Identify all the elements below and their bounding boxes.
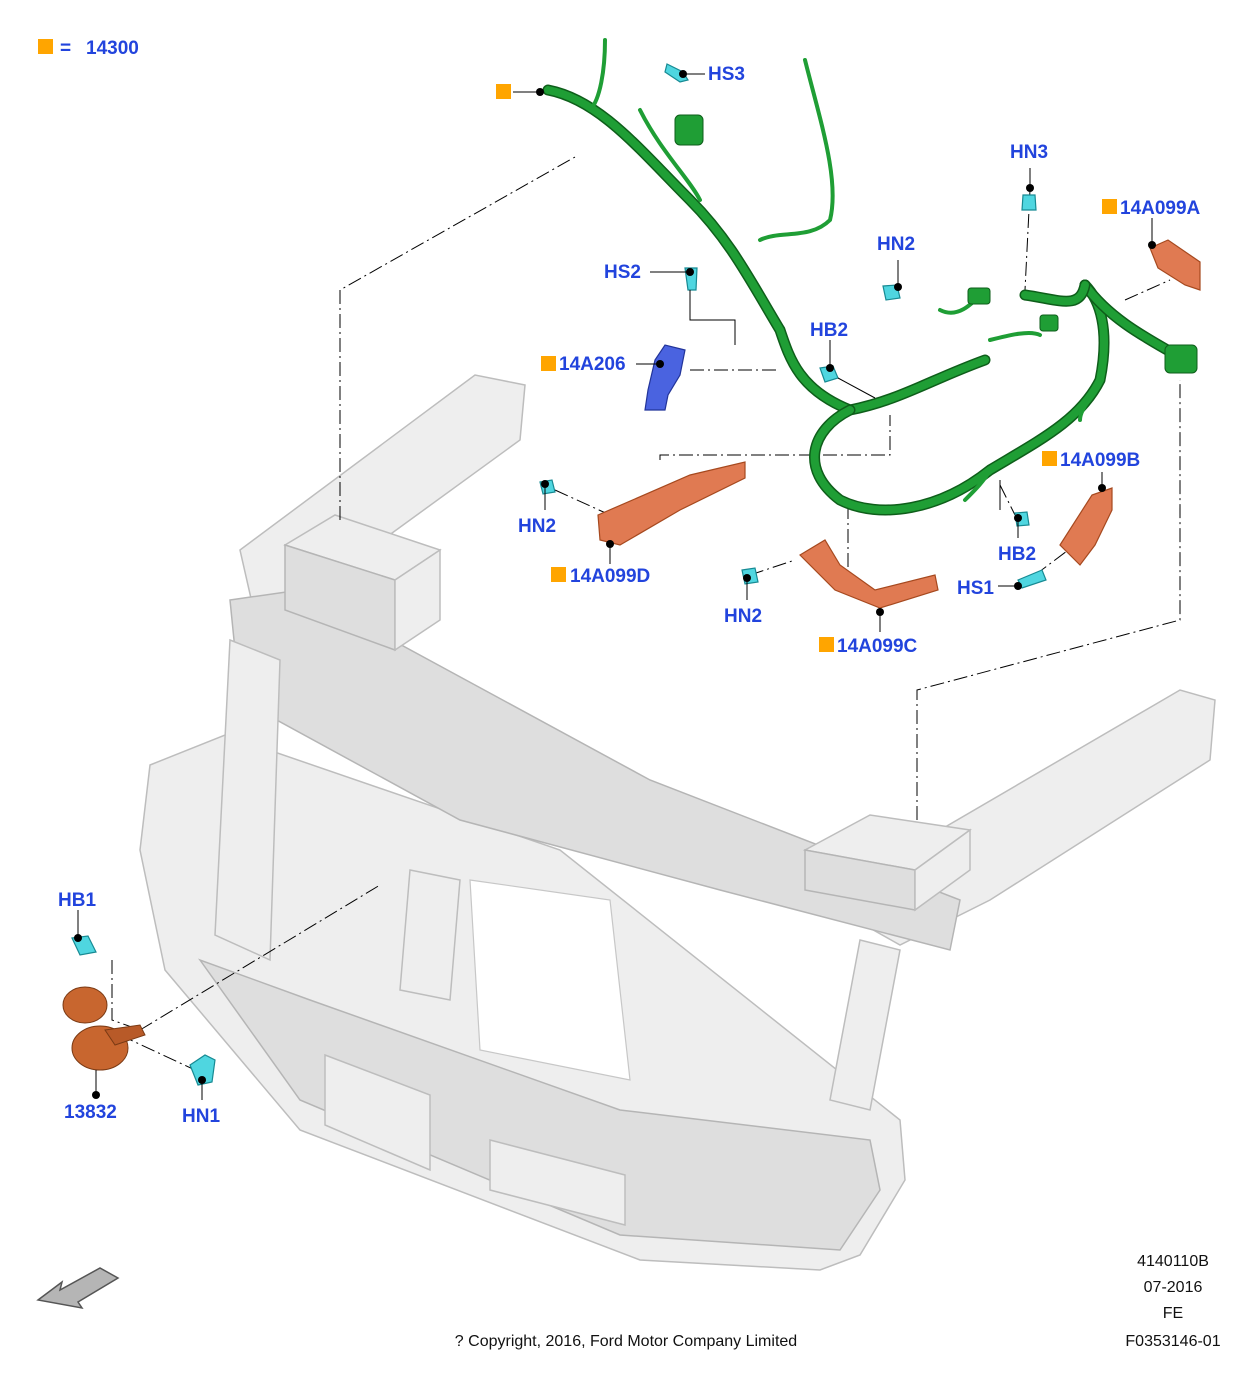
bracket-14a099d (597, 461, 746, 546)
illustration-date: 07-2016 (1144, 1279, 1203, 1296)
callout-14a099c: 14A099C (837, 636, 918, 657)
ref-square (541, 356, 556, 371)
fastener-hn1 (189, 1054, 216, 1086)
callout-hn2-top: HN2 (877, 234, 915, 255)
radiator-opening (469, 879, 631, 1081)
illustration-id: 4140110B (1137, 1253, 1209, 1270)
ref-square (551, 567, 566, 582)
right-battery-side (914, 828, 971, 912)
fastener-hn3 (1021, 194, 1037, 211)
footer: 4140110B 07-2016 FE F0353146-01 ? Copyri… (455, 1253, 1221, 1350)
callout-hn2-center: HN2 (724, 606, 762, 627)
bracket-14a099a (1149, 239, 1201, 291)
front-direction-arrow (36, 1267, 120, 1310)
callout-14a206: 14A206 (559, 354, 626, 375)
harness-connector (967, 287, 991, 305)
bracket-14a206 (644, 344, 686, 411)
bumper-lower-slot (489, 1139, 626, 1226)
legend-equals: = (60, 38, 71, 59)
bracket-14a099c (799, 539, 939, 609)
callout-hb1: HB1 (58, 890, 96, 911)
harness-connector (1039, 314, 1059, 332)
callout-hn1: HN1 (182, 1106, 220, 1127)
wiring-harness-14300 (542, 38, 1198, 516)
horn-upper (62, 986, 108, 1024)
radiator-support-upper (229, 589, 961, 951)
legend: = 14300 (38, 38, 139, 59)
ref-square (1042, 451, 1057, 466)
ref-square (819, 637, 834, 652)
brackets (597, 239, 1201, 609)
copyright-notice: ? Copyright, 2016, Ford Motor Company Li… (455, 1333, 797, 1350)
callout-14a099d: 14A099D (570, 566, 650, 587)
ref-square (496, 84, 511, 99)
callout-hs3: HS3 (708, 64, 745, 85)
front-frame-assembly (139, 374, 1216, 1271)
harness-connector (674, 114, 704, 146)
harness-connector (1164, 344, 1198, 374)
legend-symbol (38, 39, 53, 54)
license-plate-recess (324, 1053, 431, 1172)
callout-hn3: HN3 (1010, 142, 1048, 163)
radiator-support-left-post (214, 638, 281, 962)
part-reference: F0353146-01 (1125, 1333, 1220, 1350)
reference-squares (496, 84, 1117, 652)
callout-14a099a: 14A099A (1120, 198, 1201, 219)
callout-13832: 13832 (64, 1102, 117, 1123)
callout-hb2-right: HB2 (998, 544, 1036, 565)
horn-bracket (104, 1024, 146, 1046)
callout-hb2-mid: HB2 (810, 320, 848, 341)
illustration-code: FE (1163, 1305, 1183, 1322)
callout-hs2: HS2 (604, 262, 641, 283)
fastener-hs1 (1017, 569, 1047, 589)
radiator-support-center-post (399, 869, 461, 1001)
ref-square (1102, 199, 1117, 214)
radiator-support-right-post (829, 939, 901, 1111)
callout-hn2-left: HN2 (518, 516, 556, 537)
leader-lines (74, 70, 1156, 1100)
callout-labels: HS3 HN3 14A099A HN2 HS2 HB2 14A206 14A09… (58, 64, 1201, 1127)
left-battery-side (394, 548, 441, 652)
callout-14a099b: 14A099B (1060, 450, 1140, 471)
bracket-14a099b (1059, 487, 1113, 566)
horn-assembly-13832 (62, 986, 146, 1071)
callout-hs1: HS1 (957, 578, 994, 599)
legend-part-number: 14300 (86, 38, 139, 59)
